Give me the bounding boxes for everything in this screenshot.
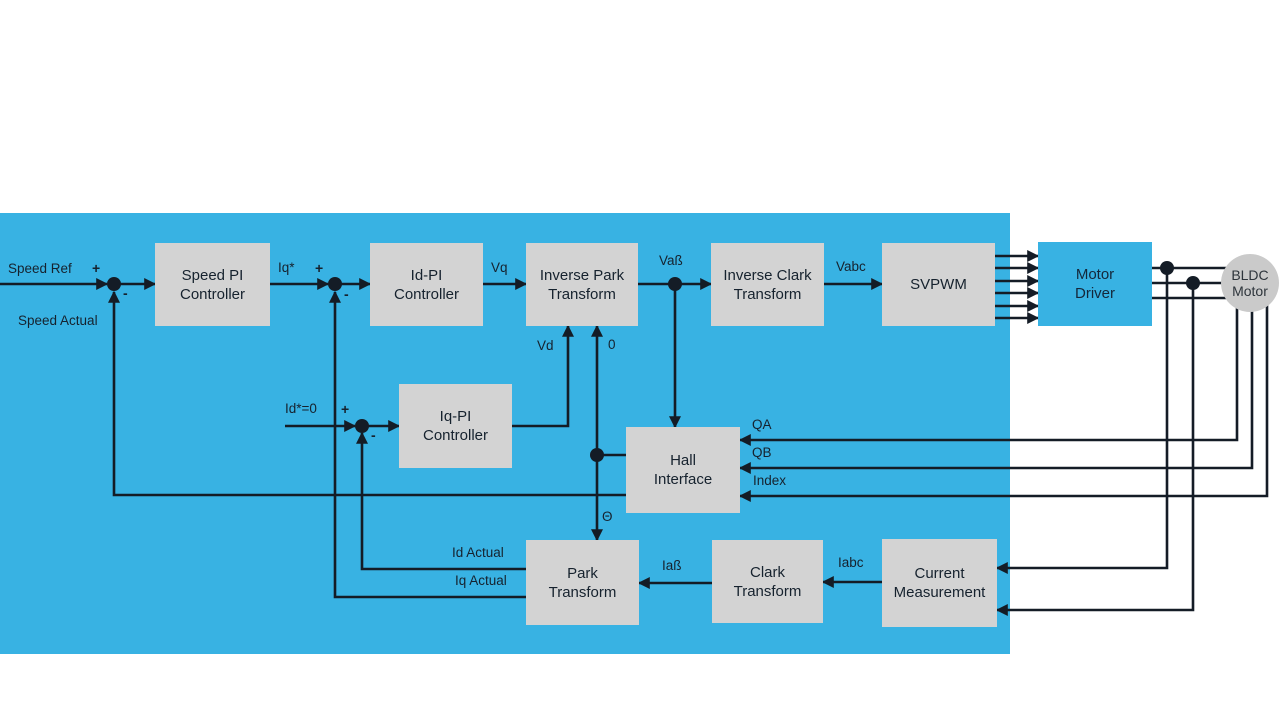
- wire-current-sense-1: [995, 268, 1169, 574]
- block-park-transform: Park Transform: [526, 540, 639, 625]
- label-iq-star: Iq*: [278, 260, 295, 275]
- label-vd: Vd: [537, 338, 554, 353]
- label-speed-actual: Speed Actual: [18, 313, 98, 328]
- label-id-actual: Id Actual: [452, 545, 504, 560]
- block-bldc-motor: BLDC Motor: [1221, 254, 1279, 312]
- label-vabc: Vabc: [836, 259, 866, 274]
- wire-index: [738, 290, 1269, 502]
- label-vq: Vq: [491, 260, 508, 275]
- block-iq-pi-controller: Iq-PI Controller: [399, 384, 512, 468]
- sign-plus-speed: +: [92, 260, 101, 276]
- wire-qa: [738, 283, 1239, 446]
- label-zero: 0: [608, 337, 616, 352]
- block-current-measurement: Current Measurement: [882, 539, 997, 627]
- junction-phase-b: [1186, 276, 1200, 290]
- block-id-pi-controller: Id-PI Controller: [370, 243, 483, 326]
- label-qa: QA: [752, 417, 772, 432]
- wire-id-actual: [356, 431, 526, 571]
- label-speed-ref: Speed Ref: [8, 261, 72, 276]
- block-clark-transform: Clark Transform: [712, 540, 823, 623]
- junction-valphabeta: [668, 277, 682, 291]
- sign-minus-speed: -: [123, 285, 128, 301]
- summing-junction-speed: [107, 277, 121, 291]
- label-qb: QB: [752, 445, 772, 460]
- label-valphabeta: Vaß: [659, 253, 683, 268]
- junction-theta: [590, 448, 604, 462]
- label-index: Index: [753, 473, 787, 488]
- sign-plus-id: +: [315, 260, 324, 276]
- block-hall-interface: Hall Interface: [626, 427, 740, 513]
- sign-minus-id: -: [344, 286, 349, 302]
- wire-speed-actual: [108, 290, 626, 497]
- wire-qb: [738, 285, 1254, 474]
- label-ialphabeta: Iaß: [662, 558, 682, 573]
- summing-junction-id: [328, 277, 342, 291]
- label-iabc: Iabc: [838, 555, 864, 570]
- label-theta: Θ: [602, 509, 613, 524]
- sign-minus-iq: -: [371, 427, 376, 443]
- wire-iq-actual: [329, 290, 526, 599]
- label-iq-actual: Iq Actual: [455, 573, 507, 588]
- wire-vd: [512, 324, 574, 428]
- block-speed-pi-controller: Speed PI Controller: [155, 243, 270, 326]
- block-motor-driver: Motor Driver: [1038, 242, 1152, 326]
- label-id-star: Id*=0: [285, 401, 317, 416]
- sign-plus-iq: +: [341, 401, 350, 417]
- wire-current-sense-2: [995, 283, 1195, 616]
- block-inverse-park-transform: Inverse Park Transform: [526, 243, 638, 326]
- summing-junction-iq: [355, 419, 369, 433]
- junction-phase-a: [1160, 261, 1174, 275]
- block-inverse-clark-transform: Inverse Clark Transform: [711, 243, 824, 326]
- block-svpwm: SVPWM: [882, 243, 995, 326]
